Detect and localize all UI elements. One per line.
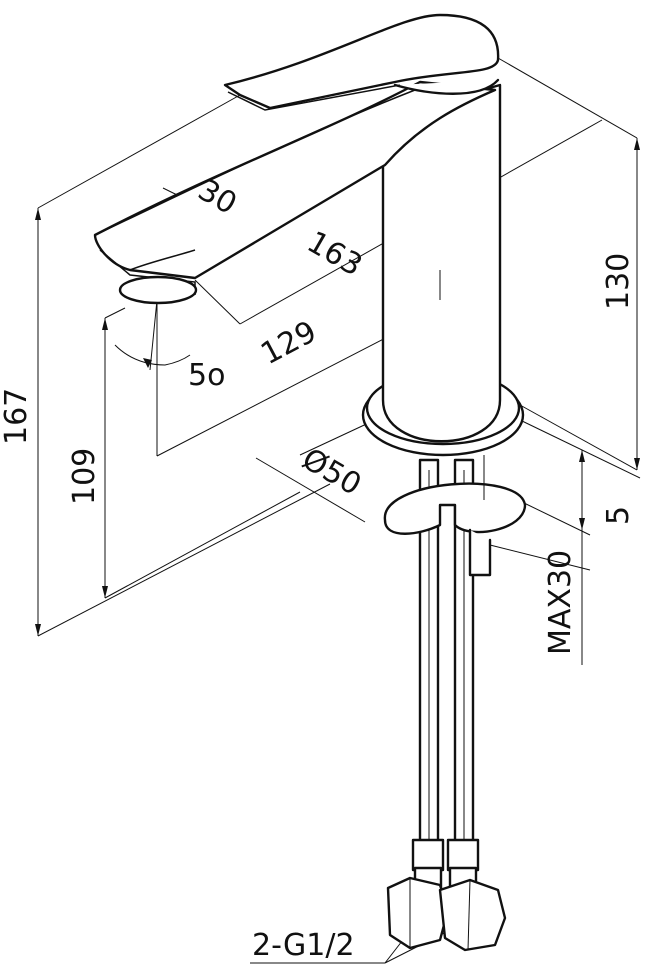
dim-167: 167 xyxy=(0,388,34,445)
supply-hoses xyxy=(411,458,480,890)
dim-5: 5 xyxy=(601,506,636,525)
dim-max30: MAX30 xyxy=(543,550,578,655)
spout xyxy=(93,80,497,305)
faucet xyxy=(93,13,527,952)
mounting-clamp xyxy=(383,455,527,577)
dim-109: 109 xyxy=(67,448,102,505)
hex-nuts xyxy=(386,876,507,952)
lever-handle xyxy=(223,13,500,111)
dim-5-degree: 5o xyxy=(188,358,225,393)
dim-diameter-50: Ø50 xyxy=(296,442,367,503)
dim-connection: 2-G1/2 xyxy=(252,928,355,963)
dim-163: 163 xyxy=(301,225,368,284)
dim-130: 130 xyxy=(601,253,636,310)
dimension-labels: 30 163 129 5o 167 109 130 Ø50 5 MAX30 2-… xyxy=(0,173,636,963)
dim-129: 129 xyxy=(255,314,322,372)
